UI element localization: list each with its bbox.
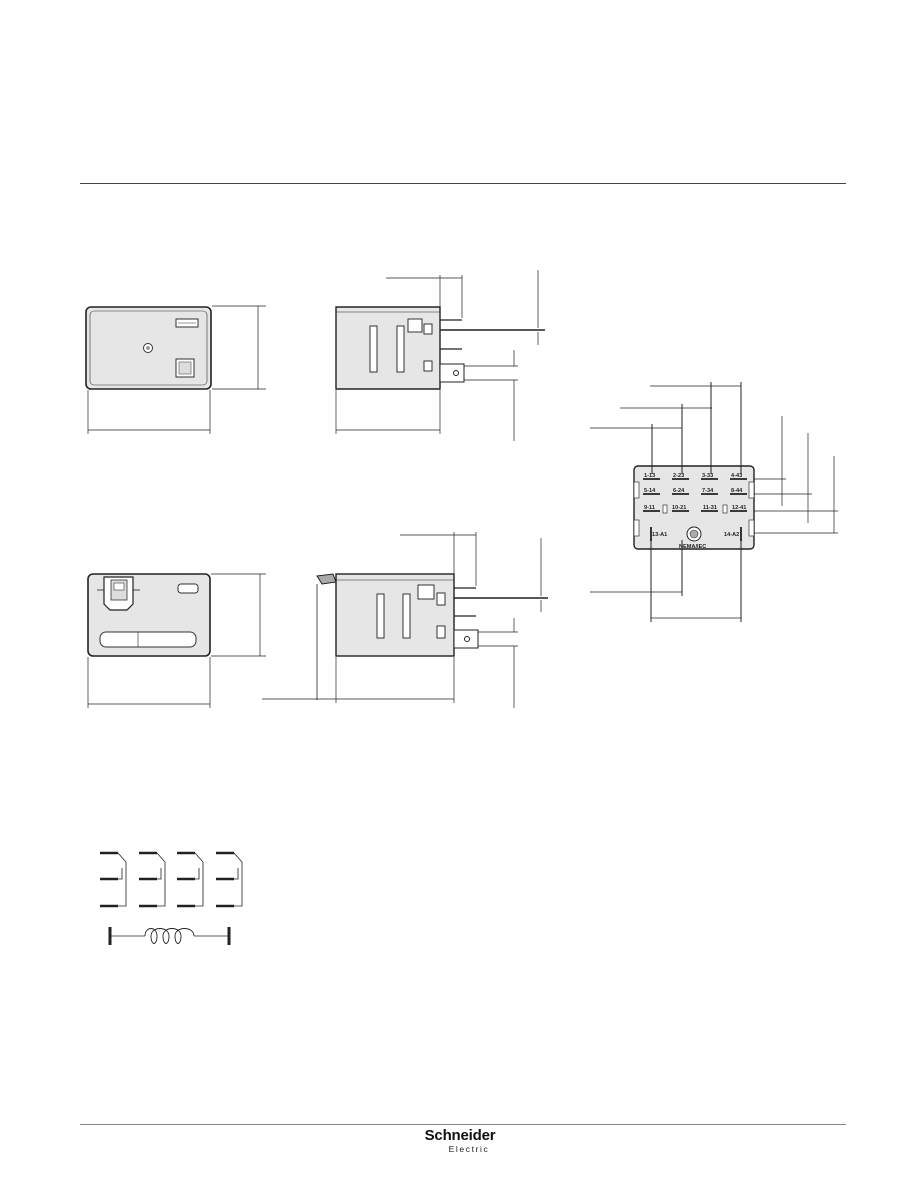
- side-view: [335, 270, 545, 441]
- pin-label: 9-11: [644, 505, 655, 511]
- pin-labels: 1-13 2-23 3-33 4-43 5-14 6-24 7-34 8-44 …: [644, 473, 746, 550]
- header-rule: [80, 183, 846, 184]
- approval-label: NEMA/IEC: [679, 544, 706, 550]
- coil-label: 13-A1: [652, 532, 667, 538]
- footer-rule: [80, 1124, 846, 1125]
- pin-label: 11-31: [703, 505, 717, 511]
- wiring-schematic: [100, 851, 243, 945]
- pin-label: 10-21: [672, 505, 686, 511]
- pin-label: 3-33: [702, 473, 713, 479]
- pin-label: 2-23: [673, 473, 684, 479]
- pin-label: 5-14: [644, 488, 656, 494]
- brand-sub: Electric: [448, 1144, 490, 1154]
- brand-name: Schneider: [424, 1127, 496, 1144]
- pin-label: 8-44: [731, 488, 743, 494]
- pin-label: 6-24: [673, 488, 685, 494]
- pin-label: 12-41: [732, 505, 746, 511]
- side-view-clip: [262, 532, 548, 708]
- pin-view: [590, 382, 838, 622]
- pin-label: 4-43: [731, 473, 742, 479]
- coil-label: 14-A2: [724, 532, 739, 538]
- front-view-clip: [87, 573, 266, 708]
- pin-label: 1-13: [644, 473, 655, 479]
- brand-logo: Schneider Electric: [400, 1127, 520, 1155]
- pin-label: 7-34: [702, 488, 714, 494]
- front-view: [85, 305, 266, 434]
